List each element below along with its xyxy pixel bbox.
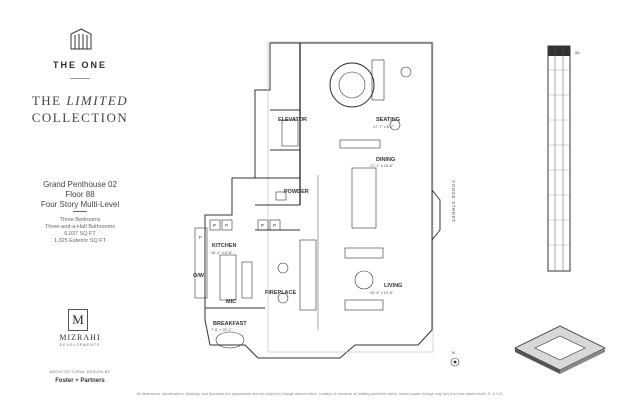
north-arrow-icon [450,357,460,367]
tower-elevation: 88 [547,45,580,272]
room-label-powder: POWDER [284,189,309,195]
room-dim-seating: 17'-7" x 8'-7" [373,125,395,129]
armchair [277,292,289,304]
armchair [277,262,289,274]
fireplace-wall [299,239,317,311]
seating-sofa [339,139,381,149]
tower-highlighted-floor [548,46,570,56]
disclaimer: All dimensions, specifications, drawings… [136,392,504,396]
architect-label: ARCHITECTURAL DESIGN BY [49,370,111,374]
room-label-ow: O/W [193,273,205,279]
room-label-mic: MIC [226,299,236,305]
kitchen-island [241,261,253,299]
room-label-fireplace: FIREPLACE [265,290,297,296]
pantry-cabinet [269,219,281,231]
floor-3d-thumbnail [514,325,606,374]
dining-table [351,167,377,229]
unit-area: 6,037 SQ FT [64,231,96,237]
room-label-seating: SEATING [376,117,400,123]
spiral-stair-core [338,71,366,99]
room-label-kitchen: KITCHEN [212,243,236,249]
fridge-label: F [199,235,202,240]
armchair [389,119,401,131]
pantry-label: P [225,223,228,228]
north-label: N [452,350,455,355]
pantry-cabinet [257,219,269,231]
room-label-elevator: ELEVATOR [278,117,307,123]
pantry-label: P [273,223,276,228]
unit-exterior: 1,025 Exterior SQ FT [54,238,106,244]
room-label-dining: DINING [376,157,395,163]
room-dim-living: 20'-4" x 19'-8" [370,291,394,295]
coffee-table [354,270,374,290]
unit-bedrooms: Three Bedrooms [59,217,101,223]
unit-floor: Floor 88 [65,190,95,199]
developer-name: MIZRAHI [59,333,101,342]
unit-title: Grand Penthouse 02 [43,180,117,189]
room-dim-kitchen: 18'-4" x 8'-8" [211,251,233,255]
spiral-stair-rail [351,62,375,86]
floor-plan: ELEVATOR SEATING DINING POWDER KITCHEN F… [193,41,460,367]
street-label: YONGE STREET [451,180,456,222]
kitchen-island [219,254,237,301]
pantry-cabinet [209,219,221,231]
breakfast-table [215,331,245,349]
armchair [400,66,412,78]
pantry-label: P [261,223,264,228]
room-label-living: LIVING [384,283,402,289]
divider [70,78,90,79]
developer-sub: DEVELOPMENTS [59,343,101,347]
stair-run [371,59,385,101]
divider [73,211,87,212]
room-dim-dining: 17'-1" x 18'-6" [370,164,394,168]
collection-title-line2: COLLECTION [31,110,129,125]
room-dim-breakfast: 7'-6" x 20'-1" [211,328,233,332]
building-logo-icon [70,28,92,50]
unit-type: Four Story Multi-Level [40,200,120,209]
pantry-label: P [213,223,216,228]
developer-monogram: M [68,309,88,331]
exterior-wall [204,42,433,359]
room-label-breakfast: BREAKFAST [213,321,247,327]
terrace-outline [267,41,434,353]
elevator-shaft [281,119,299,147]
architect-name: Foster + Partners [55,378,105,384]
collection-title-italic: LIMITED [66,93,129,108]
bay-window [431,189,441,241]
powder-sink [275,191,287,201]
living-sofa [344,299,384,311]
collection-title-line1: THE LIMITED [31,93,129,108]
brand-name: THE ONE [52,60,107,70]
unit-bathrooms: Three-and-a-Half Bathrooms [44,224,115,230]
pantry-cabinet [221,219,233,231]
living-sofa [344,247,384,259]
kitchen-counter [194,227,208,299]
tower-floor-tag: 88 [575,50,580,55]
tower-outline [547,45,571,272]
